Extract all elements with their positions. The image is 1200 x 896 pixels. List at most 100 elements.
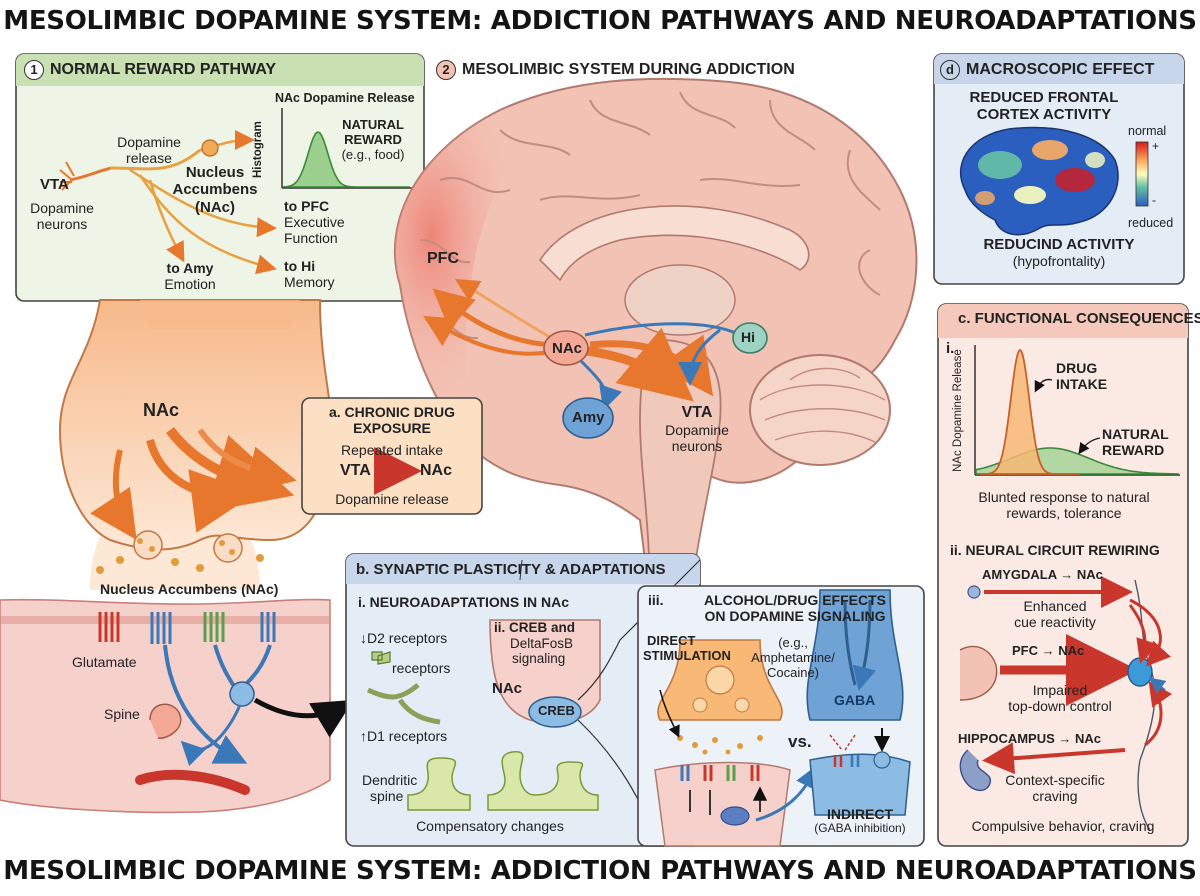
panel-d-heading-line-1: REDUCED FRONTAL <box>969 89 1119 106</box>
natural-reward-line-1: NATURAL <box>342 117 404 132</box>
circuit-rewiring-title: ii. NEURAL CIRCUIT REWIRING <box>950 542 1160 558</box>
panel-2-number: 2 <box>436 60 456 80</box>
natural-reward-line-2: REWARD <box>344 131 402 147</box>
d1-receptors-text: D1 receptors <box>367 728 448 744</box>
pfc-effect-line-2: top-down control <box>1008 698 1112 715</box>
scale-reduced-label: reduced <box>1128 216 1174 230</box>
panel-d-heading-line-2: CORTEX ACTIVITY <box>976 106 1112 124</box>
amy-label: Amy <box>572 409 605 426</box>
to-hi-label: to Hi Memory <box>284 258 335 290</box>
dendritic-spine-label: Dendritic spine <box>362 772 417 804</box>
panel-b-title: b. SYNAPTIC PLASTICITY & ADAPTATIONS <box>356 561 666 578</box>
glutamate-label: Glutamate <box>72 654 137 670</box>
amygdala-path-label: AMYGDALA → NAc <box>982 567 1103 582</box>
to-amy-line-1: to Amy <box>166 260 214 276</box>
compulsive-label: Compulsive behavior, craving <box>971 818 1155 834</box>
nac-line-2: Accumbens <box>172 181 258 199</box>
dopamine-release-line-1: Dopamine <box>117 134 181 150</box>
to-pfc-line-2: Executive <box>284 214 345 231</box>
blunted-response-line-2: rewards, tolerance <box>1006 505 1122 522</box>
nac-label: Nucleus Accumbens (NAc) <box>170 164 260 216</box>
panel-iii-title-line-2: ON DOPAMINE SIGNALING <box>704 608 886 625</box>
dopamine-neurons-label: Dopamine neurons <box>22 200 102 232</box>
panel-b-i-title: i. NEUROADAPTATIONS IN NAc <box>358 594 570 610</box>
scale-normal-label: normal <box>1128 124 1167 138</box>
brain-vta-line-3: neurons <box>671 438 723 455</box>
nac-nucleus <box>543 330 589 366</box>
creb-signaling-line-2: DeltaFosB <box>510 635 574 651</box>
panel-c-i-label: i. <box>946 340 955 357</box>
p1-chart-title: NAc Dopamine Release <box>275 91 415 105</box>
drug-examples-line-2: Amphetamine/ <box>751 649 835 665</box>
d2-receptors-label: ↓D2 receptors <box>360 630 447 646</box>
gaba-label: GABA <box>834 692 876 708</box>
page-title: MESOLIMBIC DOPAMINE SYSTEM: ADDICTION PA… <box>3 6 1197 36</box>
brain-vta-line-2: Dopamine <box>665 422 729 439</box>
panel-d-footer-line-1: REDUCIND ACTIVITY <box>983 236 1135 253</box>
dopamine-neurons-line-1: Dopamine <box>30 200 94 216</box>
natural-reward-curve <box>283 131 410 188</box>
hippocampus-effect-line-2: craving <box>1032 788 1078 805</box>
amygdala-effect-label: Enhanced cue reactivity <box>990 598 1120 630</box>
pfc-path-label: PFC → NAc <box>1012 643 1085 658</box>
panel-c-ylabel: NAc Dopamine Release <box>952 349 964 472</box>
drug-intake-label: DRUG INTAKE <box>1056 360 1107 392</box>
to-pfc-line-1: to PFC <box>284 198 330 214</box>
panel-d-title-text: MACROSCOPIC EFFECT <box>966 61 1155 79</box>
vs-label: vs. <box>788 732 812 751</box>
panel-macroscopic-box <box>933 53 1185 285</box>
creb-signaling-line-1: ii. CREB and <box>494 620 576 635</box>
amygdala-effect-line-1: Enhanced <box>1023 598 1087 614</box>
panel-normal-reward-box <box>15 53 425 302</box>
panel-a-nac: NAc <box>420 462 453 479</box>
panel-d-letter: d <box>940 60 960 80</box>
nucleus-accumbens-label: Nucleus Accumbens (NAc) <box>100 581 279 597</box>
brain-sagittal <box>393 77 918 601</box>
natural-reward-line-3: (e.g., food) <box>341 146 405 162</box>
up-arrow-icon: ↑ <box>360 728 367 744</box>
indirect-line-1: INDIRECT <box>826 806 894 822</box>
creb-signaling-label: ii. CREB and DeltaFosB signaling <box>494 620 575 667</box>
to-amy-line-2: Emotion <box>164 276 216 293</box>
d2-receptors-text: D2 receptors <box>367 630 448 646</box>
to-pfc-line-3: Function <box>284 230 338 247</box>
blunted-response-line-1: Blunted response to natural <box>978 489 1150 505</box>
nac-synapse-illustration <box>0 299 354 814</box>
repeated-intake-label: Repeated intake <box>341 442 443 458</box>
page-footer-title: MESOLIMBIC DOPAMINE SYSTEM: ADDICTION PA… <box>3 856 1197 886</box>
panel-a-title-line-2: EXPOSURE <box>353 420 431 437</box>
natural-reward-c-line-2: REWARD <box>1102 442 1165 459</box>
spine-label: Spine <box>104 706 140 722</box>
pfc-effect-label: Impaired top-down control <box>990 682 1130 714</box>
to-amy-label: to Amy Emotion <box>150 260 230 292</box>
dopamine-release-label: Dopamine release <box>104 134 194 166</box>
indirect-line-2: (GABA inhibition) <box>814 821 906 836</box>
panel-a-title-line-1: a. CHRONIC DRUG <box>328 404 455 420</box>
dendritic-spine-line-2: spine <box>370 788 404 805</box>
panel-chronic-exposure-box <box>301 397 483 515</box>
to-pfc-label: to PFC Executive Function <box>284 198 345 246</box>
receptors-label: receptors <box>392 660 451 676</box>
panel-c-title: c. FUNCTIONAL CONSEQUENCES <box>958 310 1200 327</box>
indirect-label: INDIRECT (GABA inhibition) <box>800 806 920 836</box>
down-arrow-icon: ↓ <box>360 630 367 646</box>
panel-functional-box <box>937 303 1189 847</box>
to-hi-line-2: Memory <box>284 274 335 291</box>
synapse-nac-label: NAc <box>143 400 180 420</box>
drug-examples-line-3: Cocaine) <box>766 664 820 680</box>
natural-reward-label: NATURAL REWARD (e.g., food) <box>330 117 416 163</box>
drug-intake-line-1: DRUG <box>1056 360 1098 376</box>
amygdala-effect-line-2: cue reactivity <box>1014 614 1096 631</box>
panel-d-footer-line-2: (hypofrontality) <box>1012 253 1106 270</box>
panel-2-title-text: MESOLIMBIC SYSTEM DURING ADDICTION <box>462 61 795 79</box>
panel-iii-title-line-1: ALCOHOL/DRUG EFFECTS <box>704 592 886 608</box>
panel-d-title: d MACROSCOPIC EFFECT <box>940 60 1154 80</box>
hippocampus-effect-line-1: Context-specific <box>1005 772 1105 788</box>
nac-line-1: Nucleus <box>185 164 245 181</box>
panel-drug-effects-box <box>637 585 925 847</box>
panel-a-vta: VTA <box>340 462 371 479</box>
amygdala-nucleus <box>562 397 614 439</box>
nac-line-3: (NAc) <box>195 198 235 216</box>
d1-receptors-label: ↑D1 receptors <box>360 728 447 744</box>
